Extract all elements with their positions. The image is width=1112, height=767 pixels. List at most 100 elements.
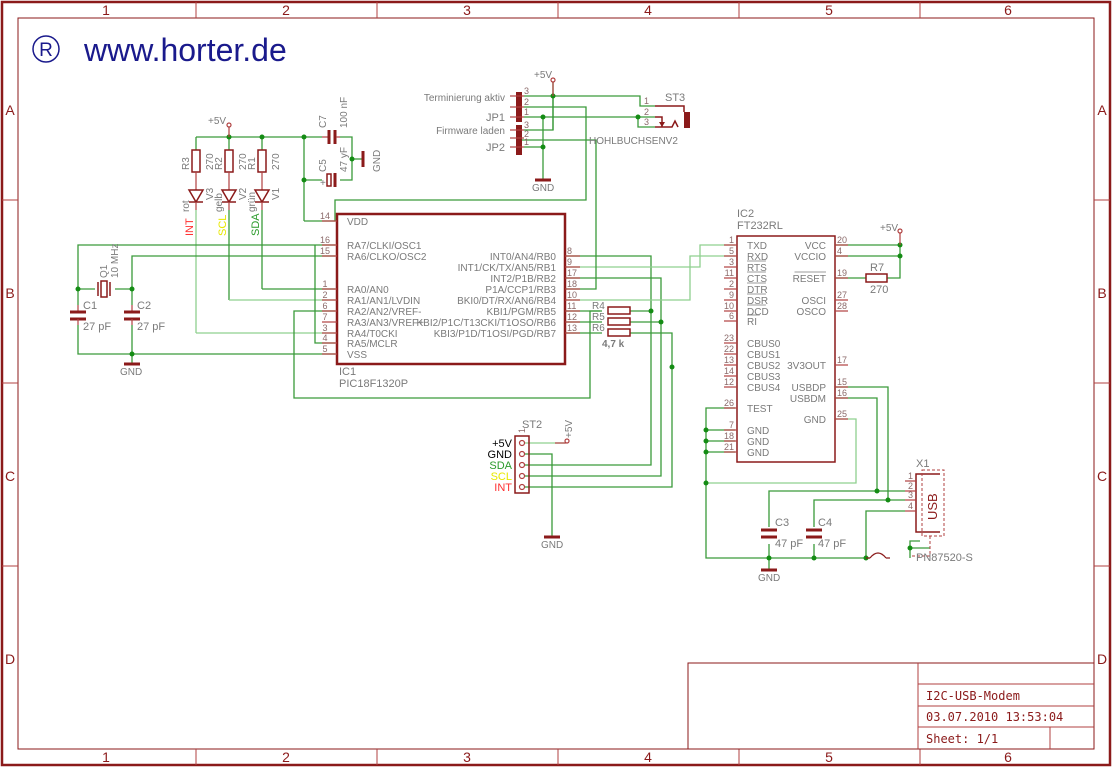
- c7-name: C7: [318, 115, 329, 128]
- svg-text:1: 1: [524, 107, 529, 117]
- junction-dot: [349, 156, 355, 162]
- ic2-body[interactable]: [736, 235, 836, 463]
- ic1-pin-label: RA0/AN0: [347, 285, 389, 296]
- ic2-ft232rl[interactable]: 1TXD5RXD3RTS11CTS2DTR9DSR10DCD6RI23CBUS0…: [724, 208, 848, 463]
- pullup-value: 4,7 k: [602, 339, 625, 350]
- r2-value: 270: [238, 153, 249, 170]
- r5-name: R5: [592, 312, 605, 323]
- ic2-pin-number: 14: [724, 366, 734, 376]
- svg-text:1: 1: [524, 137, 529, 147]
- q1-value: 10 MHz: [110, 244, 121, 278]
- r3-value: 270: [205, 153, 216, 170]
- led-chain-scl: R2 270 V2 gelb SCL: [214, 149, 249, 236]
- ic2-pin-label: VCCIO: [794, 252, 826, 263]
- usb-connector-x1[interactable]: 1 2 3 4 USB X1 PN87520-S: [866, 458, 973, 564]
- ic2-pin-label: GND: [747, 426, 769, 437]
- ic2-pin-number: 10: [724, 301, 734, 311]
- brand-url[interactable]: www.horter.de: [83, 32, 287, 68]
- row-label: C: [5, 468, 15, 484]
- ic2-pin-label: GND: [747, 448, 769, 459]
- ic1-part: PIC18F1320P: [339, 378, 408, 390]
- st2-pin1: 1: [517, 428, 527, 433]
- ic2-pin-label: CTS: [747, 274, 767, 285]
- led-chain-sda: R1 270 V1 grün SDA: [247, 149, 282, 236]
- col-label: 4: [644, 2, 652, 18]
- c3-value: 47 pF: [775, 538, 803, 550]
- st3-name: ST3: [665, 92, 685, 104]
- ic1-pin-label: VDD: [347, 217, 368, 228]
- crystal-icon: [100, 280, 108, 298]
- v2-name: V2: [238, 187, 249, 200]
- v3-color: rot: [181, 200, 192, 212]
- ic2-pin-number: 7: [729, 420, 734, 430]
- datetime: 03.07.2010 13:53:04: [926, 710, 1063, 724]
- junction-dot: [897, 253, 903, 259]
- svg-text:3: 3: [524, 120, 529, 130]
- ic1-pin-label: KBI3/P1D/T1OSI/PGD/RB7: [434, 329, 557, 340]
- usb-body-label: USB: [925, 493, 940, 520]
- ic2-pin-label: RXD: [747, 252, 768, 263]
- row-label: B: [1097, 285, 1106, 301]
- jumper-jp2[interactable]: 321 Firmware laden JP2: [436, 120, 529, 155]
- ic1-pin-number: 18: [567, 279, 577, 289]
- c1-name: C1: [83, 300, 97, 312]
- r2-name: R2: [214, 157, 225, 170]
- capacitor-c5: + C5 47 yF: [318, 147, 350, 189]
- st2-pin-label: SDA: [489, 460, 512, 472]
- ic2-pin-number: 22: [724, 344, 734, 354]
- vcc-terminal-icon: [550, 77, 556, 83]
- ic2-pin-label: DCD: [747, 307, 769, 318]
- ic2-pin-number: 20: [837, 235, 847, 245]
- ic1-pin-label: RA6/CLKO/OSC2: [347, 252, 427, 263]
- gnd-symbols: GND GND GND GND GND: [120, 150, 780, 584]
- ic1-pin-number: 15: [320, 246, 330, 256]
- r6-name: R6: [592, 323, 605, 334]
- junction-dot: [259, 134, 265, 140]
- capacitor-c7: C7 100 nF: [318, 97, 350, 144]
- junction-dot: [301, 177, 307, 183]
- ic2-pin-number: 11: [725, 268, 734, 278]
- v1-color: grün: [247, 192, 258, 212]
- c1-value: 27 pF: [83, 321, 111, 333]
- c2-value: 27 pF: [137, 321, 165, 333]
- st3-pin-3: 3: [644, 117, 649, 127]
- jp2-body[interactable]: [516, 125, 522, 155]
- ic1-pin-label: INT1/CK/TX/AN5/RB1: [458, 263, 557, 274]
- x1-pin-3: 3: [908, 490, 913, 500]
- vcc-symbols: +5V +5V +5V +5V: [208, 70, 903, 444]
- ic2-pin-label: CBUS2: [747, 361, 781, 372]
- ic2-part: FT232RL: [737, 220, 783, 232]
- ic2-pin-number: 15: [837, 377, 847, 387]
- usb-body[interactable]: [915, 473, 940, 533]
- ic1-pin-label: RA2/AN2/VREF-: [347, 307, 421, 318]
- junction-dot: [635, 114, 641, 120]
- ic2-pin-number: 21: [724, 442, 734, 452]
- junction-dot: [75, 286, 81, 292]
- led-chain-int: R3 270 V3 rot INT: [181, 149, 216, 236]
- connector-st2[interactable]: ST2 1 +5V GND SDA SCL INT: [488, 419, 543, 494]
- ic1-pin-number: 7: [322, 312, 327, 322]
- ic2-pin-number: 26: [724, 398, 734, 408]
- ic1-pin-number: 6: [322, 301, 327, 311]
- gnd-label: GND: [758, 573, 780, 584]
- ic1-pin-number: 9: [567, 257, 572, 267]
- ic2-pin-label: OSCO: [797, 307, 827, 318]
- v3-name: V3: [205, 187, 216, 200]
- barrel-jack-st3[interactable]: 1 2 3 ST3 HOHLBUCHSENV2: [589, 92, 690, 147]
- ic1-left-pins: 14VDD16RA7/CLKI/OSC115RA6/CLKO/OSC21RA0/…: [320, 211, 427, 361]
- col-label: 1: [102, 749, 110, 765]
- cap-polar-plate-icon: [326, 173, 332, 187]
- gnd-label: GND: [372, 150, 383, 172]
- ic2-pin-label: RESET: [793, 274, 826, 285]
- ic1-pin-label: RA4/T0CKI: [347, 329, 398, 340]
- ic1-pic18f1320[interactable]: 14VDD16RA7/CLKI/OSC115RA6/CLKO/OSC21RA0/…: [320, 211, 580, 390]
- st2-pin-label: +5V: [492, 438, 513, 450]
- jumper-jp1[interactable]: 321 Terminierung aktiv JP1: [424, 86, 529, 124]
- st2-body[interactable]: [514, 435, 530, 494]
- col-label: 5: [825, 749, 833, 765]
- x1-pin-2: 2: [908, 481, 913, 491]
- ic1-pin-number: 12: [567, 312, 577, 322]
- row-label: C: [1097, 468, 1107, 484]
- r4-name: R4: [592, 301, 605, 312]
